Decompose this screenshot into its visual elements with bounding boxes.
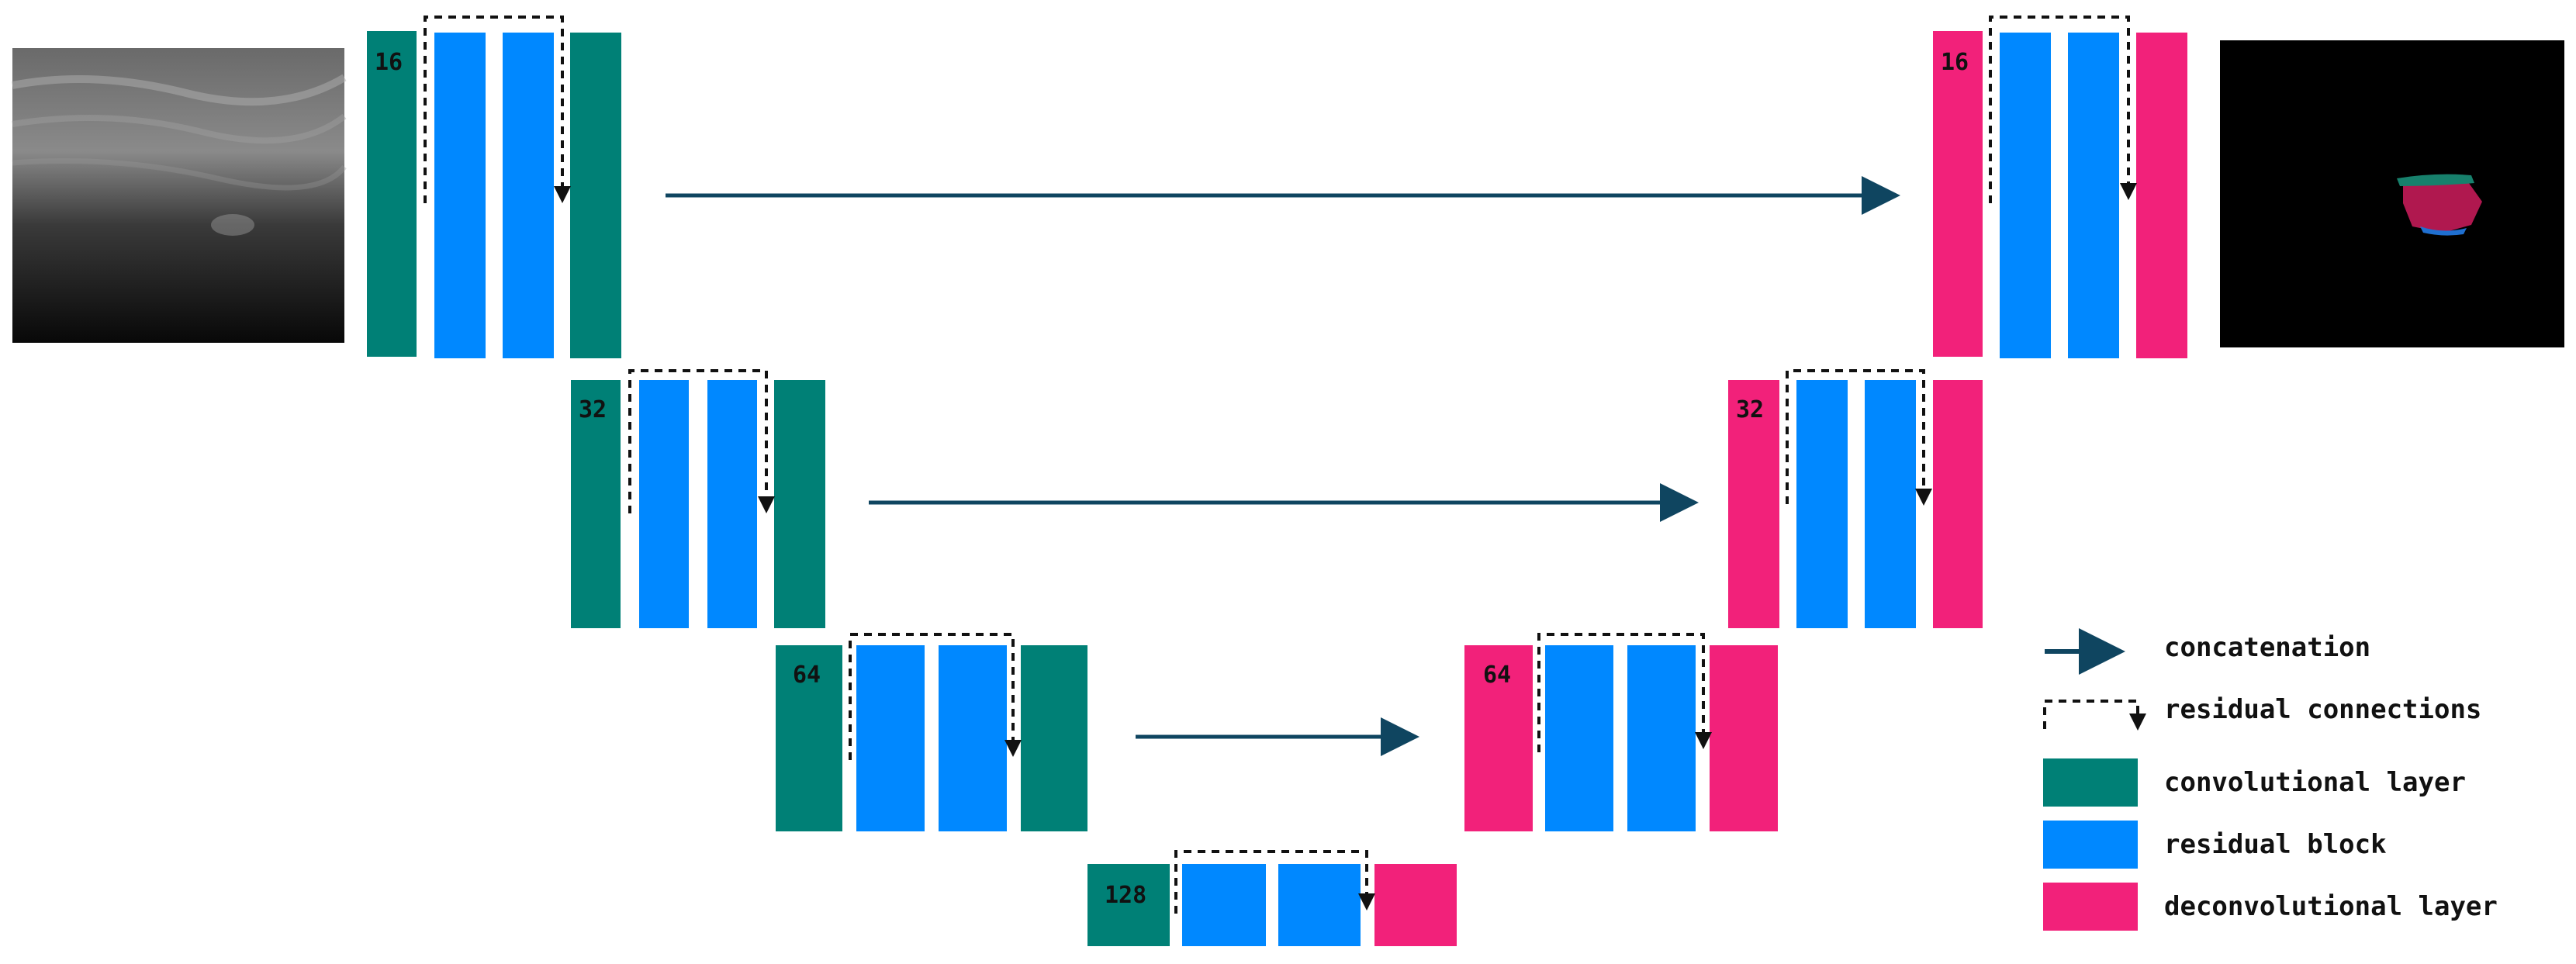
dec3-residual-connection [1537,633,1705,752]
input-image [12,48,347,343]
enc3-conv-out [1021,645,1087,831]
dec1-deconv-in [1933,31,1983,357]
enc1-residual-connection [424,16,564,203]
enc3-channel-label: 64 [793,662,821,689]
bottleneck-residual-arrowhead [1358,893,1375,910]
enc2-conv-in [571,380,621,628]
dec3-res-2 [1627,645,1696,831]
enc2-res-2 [707,380,757,628]
dec3-deconv-out [1710,645,1778,831]
dec1-res-1 [2000,33,2051,358]
dec2-residual-arrowhead [1915,489,1932,506]
bottleneck-res-2 [1278,864,1361,946]
legend-deconv-label: deconvolutional layer [2164,891,2498,922]
dec2-deconv-in [1728,380,1779,628]
enc2-residual-arrowhead [758,496,775,513]
bottleneck-channel-label: 128 [1105,882,1146,909]
enc2-residual-connection [628,369,768,513]
dec1-deconv-out [2136,33,2187,358]
dec1-res-2 [2068,33,2119,358]
enc1-conv-out [570,33,621,358]
dec1-residual-connection [1989,16,2130,203]
enc1-res-1 [434,33,486,358]
legend-conv-swatch [2043,758,2138,807]
dec2-res-1 [1796,380,1848,628]
dec1-residual-arrowhead [2120,183,2137,200]
legend-deconv-swatch [2043,883,2138,931]
legend-res-swatch [2043,821,2138,869]
dec2-channel-label: 32 [1736,396,1764,423]
legend-residual-arrowhead [2129,713,2146,731]
enc1-conv-in [367,31,417,357]
bottleneck-res-1 [1182,864,1266,946]
dec3-deconv-in [1464,645,1533,831]
dec1-channel-label: 16 [1941,49,1969,76]
legend-residual-label: residual connections [2164,694,2481,725]
enc3-residual-arrowhead [1004,740,1022,757]
enc3-res-1 [856,645,925,831]
legend-res-label: residual block [2164,829,2387,860]
legend: concatenation residual connections convo… [2043,628,2498,931]
output-mask [2220,40,2564,347]
enc3-res-2 [939,645,1007,831]
enc3-residual-connection [849,633,1015,760]
bottleneck-conv [1087,864,1170,946]
legend-concatenation-label: concatenation [2164,632,2370,663]
legend-conv-label: convolutional layer [2164,767,2466,798]
enc2-res-1 [639,380,689,628]
enc1-res-2 [503,33,554,358]
dec3-channel-label: 64 [1483,662,1511,689]
enc2-conv-out [774,380,825,628]
dec3-residual-arrowhead [1695,732,1712,749]
legend-residual-line [2043,700,2139,729]
enc3-conv-in [776,645,842,831]
dec2-res-2 [1865,380,1916,628]
dec3-res-1 [1545,645,1613,831]
dec2-deconv-out [1933,380,1983,628]
bottleneck-deconv [1374,864,1457,946]
enc2-channel-label: 32 [579,396,607,423]
enc1-channel-label: 16 [375,49,403,76]
bottleneck-residual-connection [1174,850,1368,914]
dec2-residual-connection [1786,369,1925,504]
enc1-residual-arrowhead [554,186,571,203]
